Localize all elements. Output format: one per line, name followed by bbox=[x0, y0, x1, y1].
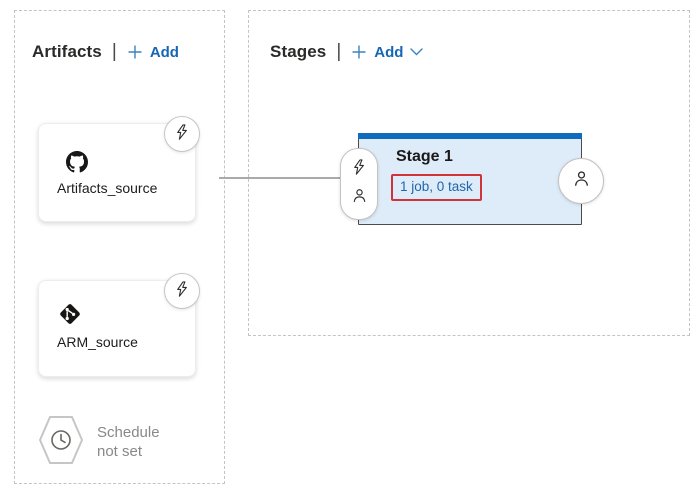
artifact-card[interactable]: ARM_source bbox=[38, 273, 200, 377]
pre-deployment-conditions-button[interactable] bbox=[340, 148, 378, 220]
stage-title: Stage 1 bbox=[396, 148, 453, 165]
artifact-card[interactable]: Artifacts_source bbox=[38, 116, 200, 222]
add-stage-button[interactable]: Add bbox=[351, 43, 424, 61]
schedule-status-text: Schedule not set bbox=[97, 423, 160, 461]
stage-card[interactable]: Stage 1 1 job, 0 task bbox=[358, 133, 582, 225]
stage-selected-bar bbox=[358, 133, 582, 139]
artifact-label: ARM_source bbox=[57, 334, 138, 350]
continuous-deployment-trigger-badge[interactable] bbox=[164, 116, 200, 152]
stages-title: Stages bbox=[270, 42, 327, 61]
person-icon bbox=[351, 187, 368, 209]
add-artifact-label: Add bbox=[149, 43, 179, 61]
clock-hexagon-icon bbox=[38, 415, 84, 468]
job-task-link[interactable]: 1 job, 0 task bbox=[400, 179, 473, 194]
add-artifact-button[interactable]: Add bbox=[127, 44, 179, 61]
add-stage-label: Add bbox=[374, 43, 404, 61]
person-icon bbox=[572, 169, 591, 193]
github-icon bbox=[66, 151, 88, 178]
plus-icon bbox=[351, 44, 367, 60]
lightning-bolt-icon bbox=[175, 280, 189, 302]
artifacts-header: Artifacts | Add bbox=[32, 40, 179, 64]
continuous-deployment-trigger-badge[interactable] bbox=[164, 273, 200, 309]
lightning-bolt-icon bbox=[175, 123, 189, 145]
schedule-line1: Schedule bbox=[97, 423, 160, 441]
schedule-button[interactable]: Schedule not set bbox=[38, 415, 160, 468]
stages-header: Stages | Add bbox=[270, 40, 424, 64]
artifacts-panel bbox=[14, 10, 225, 484]
artifact-label: Artifacts_source bbox=[57, 180, 158, 196]
post-deployment-conditions-button[interactable] bbox=[558, 158, 604, 204]
connector-line bbox=[219, 177, 346, 179]
annotation-highlight: 1 job, 0 task bbox=[391, 174, 482, 201]
lightning-bolt-icon bbox=[352, 159, 366, 180]
divider: | bbox=[336, 41, 342, 62]
divider: | bbox=[111, 41, 117, 62]
git-diamond-icon bbox=[57, 301, 83, 332]
artifacts-title: Artifacts bbox=[32, 42, 102, 61]
chevron-down-icon bbox=[410, 48, 424, 56]
plus-icon bbox=[127, 44, 143, 60]
schedule-line2: not set bbox=[97, 442, 143, 460]
